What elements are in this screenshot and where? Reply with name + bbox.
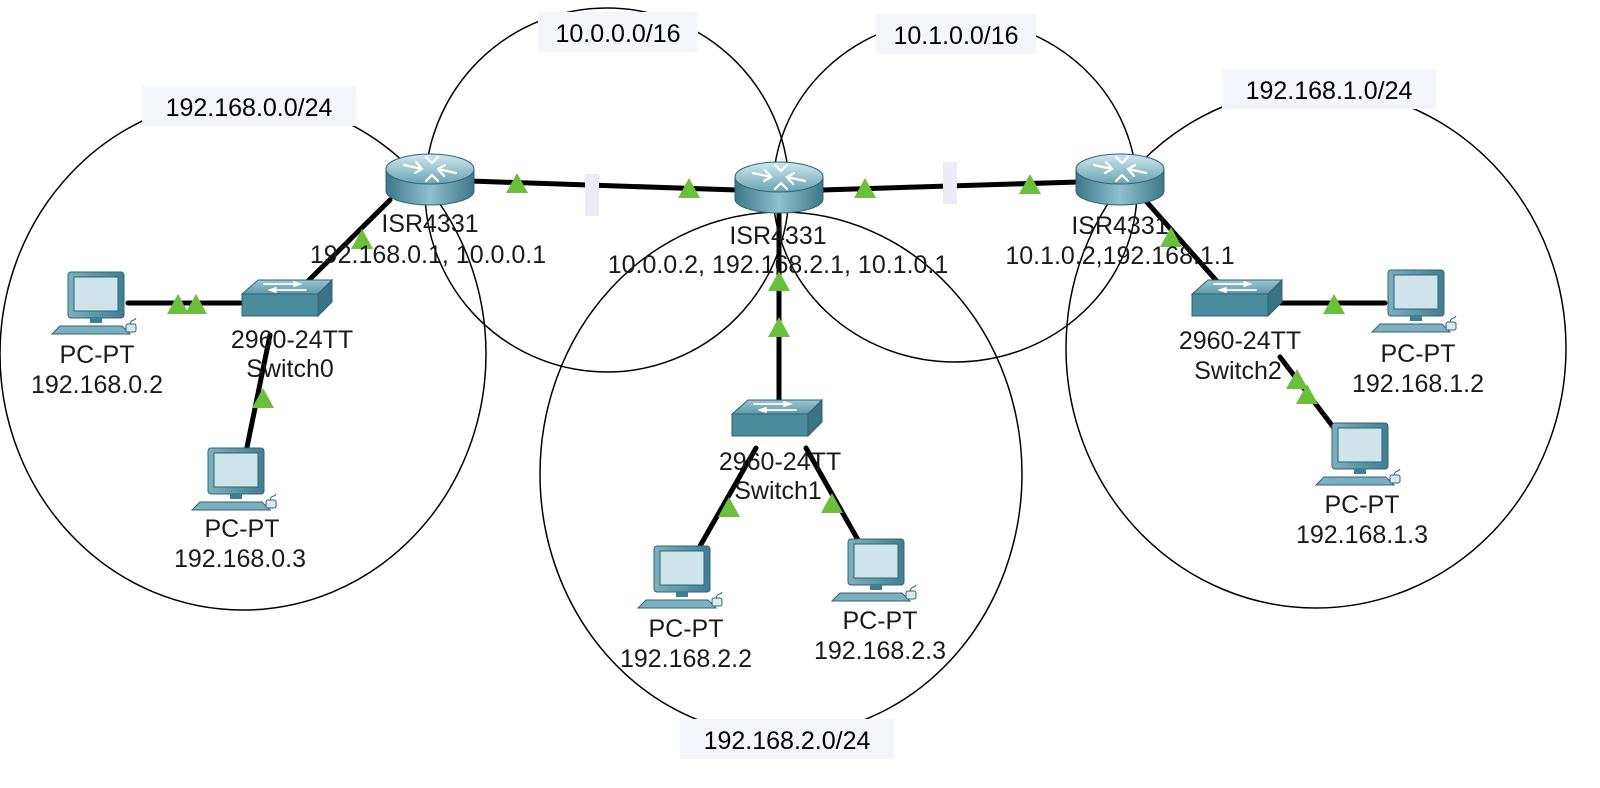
switch-icon	[731, 399, 823, 437]
network-label: 10.1.0.0/16	[893, 22, 1018, 50]
pc-ip-label: 192.168.0.3	[174, 545, 306, 573]
router-1[interactable]	[733, 160, 825, 215]
pc-type-label: PC-PT	[1381, 340, 1456, 368]
pc-type-label: PC-PT	[649, 615, 724, 643]
router-icon	[384, 152, 476, 207]
pc-5[interactable]	[1315, 422, 1401, 486]
link-router2-switch2	[1142, 197, 1225, 290]
router-model-label: ISR4331	[1071, 212, 1168, 240]
pc-type-label: PC-PT	[1325, 491, 1400, 519]
pc-type-label: PC-PT	[205, 515, 280, 543]
link-status-indicator	[768, 317, 790, 337]
pc-2[interactable]	[637, 545, 723, 609]
switch-0[interactable]	[241, 279, 333, 317]
network-label: 192.168.0.0/24	[166, 94, 333, 122]
switch-2[interactable]	[1191, 279, 1283, 317]
pc-ip-label: 192.168.1.3	[1296, 521, 1428, 549]
pc-icon	[191, 447, 277, 511]
pc-icon	[1315, 422, 1401, 486]
switch-model-label: 2960-24TT	[231, 326, 353, 354]
switch-icon	[241, 279, 333, 317]
router-icon	[1074, 152, 1166, 207]
link-switch0-pc1	[243, 332, 273, 455]
pc-ip-label: 192.168.1.2	[1352, 370, 1484, 398]
pc-0[interactable]	[51, 271, 137, 335]
network-label: 192.168.2.0/24	[704, 727, 871, 755]
pc-icon	[51, 271, 137, 335]
router-2[interactable]	[1074, 152, 1166, 207]
switch-model-label: 2960-24TT	[1179, 327, 1301, 355]
pc-type-label: PC-PT	[60, 341, 135, 369]
pc-icon	[637, 545, 723, 609]
link-switch1-pc2	[697, 445, 759, 549]
switch-icon	[1191, 279, 1283, 317]
router-model-label: ISR4331	[381, 210, 478, 238]
pc-ip-label: 192.168.2.3	[814, 637, 946, 665]
switch-name-label: Switch1	[734, 477, 822, 505]
switch-name-label: Switch0	[246, 355, 334, 383]
pc-icon	[831, 538, 917, 602]
pc-1[interactable]	[191, 447, 277, 511]
pc-3[interactable]	[831, 538, 917, 602]
pc-type-label: PC-PT	[843, 607, 918, 635]
router-ip-label: 10.0.0.2, 192.168.2.1, 10.1.0.1	[608, 251, 949, 279]
router-ip-label: 192.168.0.1, 10.0.0.1	[310, 241, 546, 269]
switch-name-label: Switch2	[1194, 357, 1282, 385]
network-label: 10.0.0.0/16	[555, 20, 680, 48]
router-0[interactable]	[384, 152, 476, 207]
link-router0-switch0	[299, 197, 393, 290]
switch-model-label: 2960-24TT	[719, 448, 841, 476]
router-ip-label: 10.1.0.2,192.168.1.1	[1005, 242, 1234, 270]
switch-1[interactable]	[731, 399, 823, 437]
pc-ip-label: 192.168.0.2	[31, 371, 163, 399]
network-label: 192.168.1.0/24	[1246, 77, 1413, 105]
pc-ip-label: 192.168.2.2	[620, 645, 752, 673]
router-model-label: ISR4331	[729, 222, 826, 250]
router-icon	[733, 160, 825, 215]
